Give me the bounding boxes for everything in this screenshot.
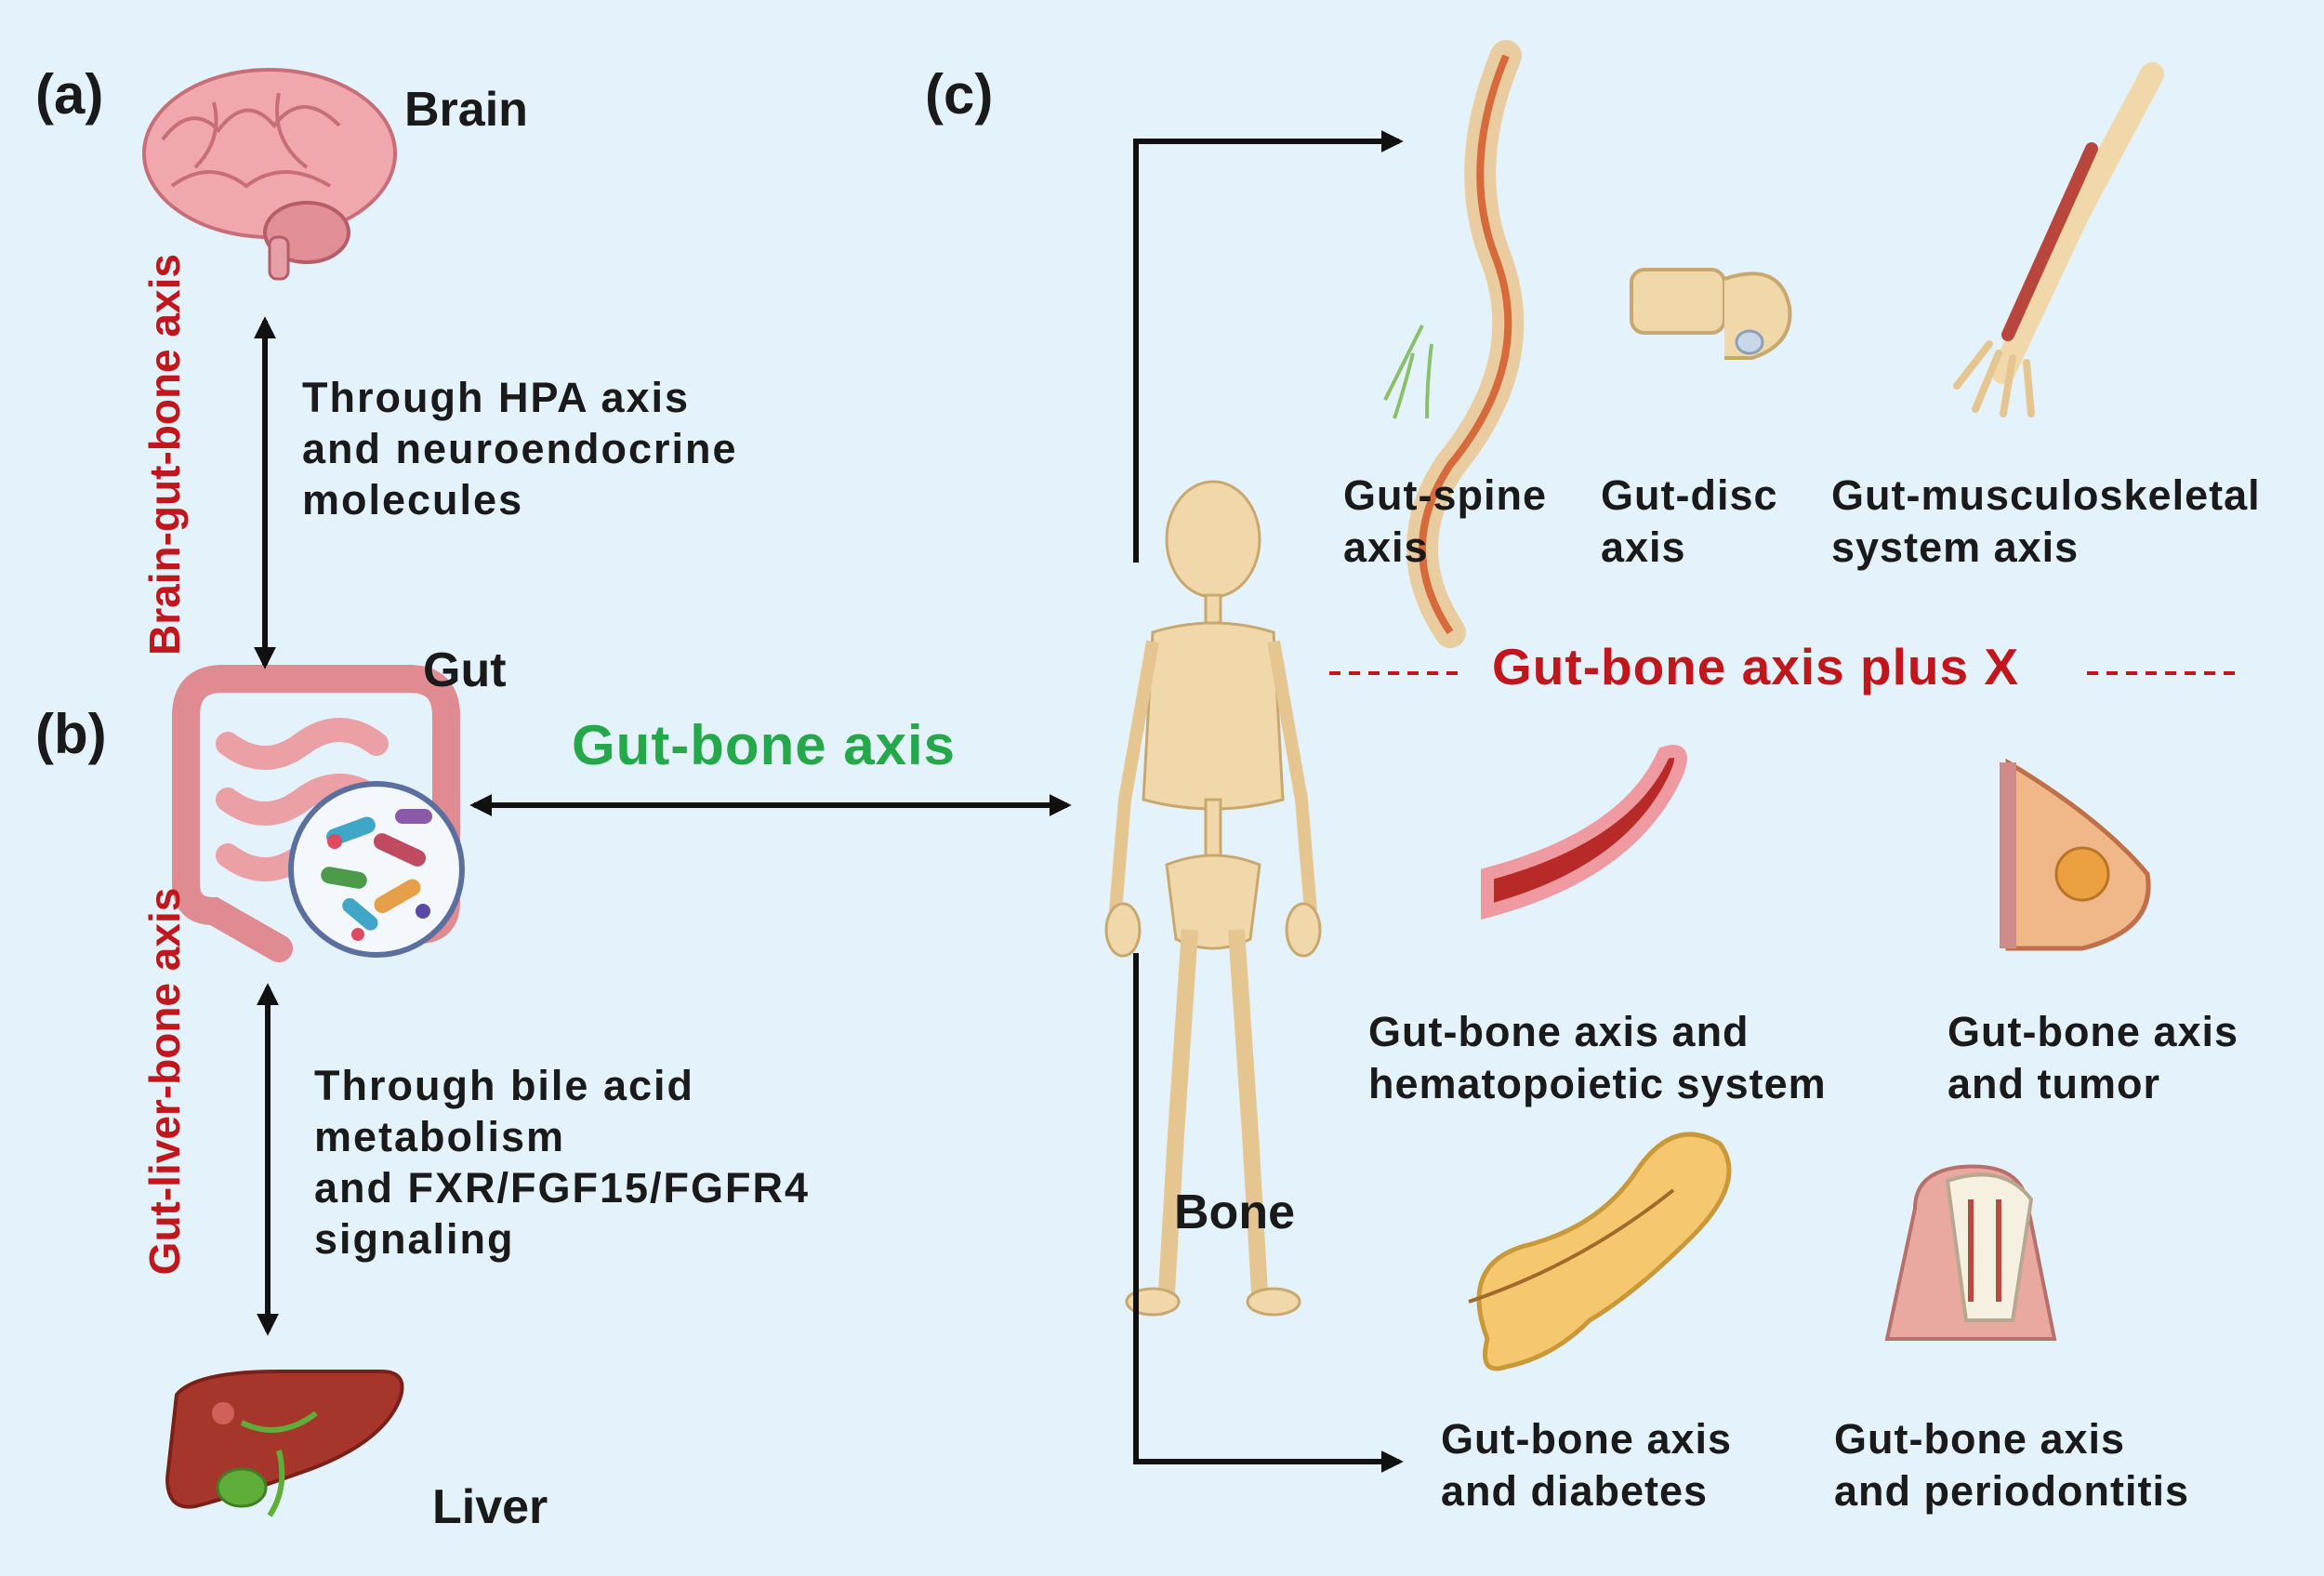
bile-line-2: metabolism (314, 1113, 566, 1160)
liver-label: Liver (432, 1480, 548, 1534)
bile-mechanism-text: Through bile acid metabolism and FXR/FGF… (314, 1060, 810, 1265)
bone-label: Bone (1174, 1185, 1295, 1239)
skeleton-icon (1104, 480, 1322, 1317)
musculoskeletal-line-2: system axis (1831, 523, 2080, 571)
microbiota-icon (288, 781, 465, 958)
blood-vessel-icon (1481, 745, 1687, 920)
brain-label: Brain (404, 83, 528, 137)
gut-bone-axis-plus-x-label: Gut-bone axis plus X (1492, 638, 2020, 695)
brain-icon (142, 68, 397, 281)
liver-icon (165, 1370, 404, 1517)
lower-connector-arrow (1133, 953, 1404, 1473)
panel-label-c: (c) (925, 63, 994, 126)
hpa-mechanism-text: Through HPA axis and neuroendocrine mole… (302, 372, 738, 525)
spine-line-2: axis (1343, 523, 1429, 571)
gut-liver-bone-axis-label: Gut-liver-bone axis (140, 887, 189, 1276)
periodontitis-line-1: Gut-bone axis (1834, 1415, 2126, 1463)
musculoskeletal-line-1: Gut-musculoskeletal (1831, 471, 2261, 519)
bile-line-4: signaling (314, 1215, 515, 1263)
hpa-line-3: molecules (302, 476, 524, 523)
pancreas-icon (1468, 1132, 1732, 1371)
tooth-icon (1884, 1164, 2057, 1341)
disc-icon (1630, 268, 1792, 360)
tumor-line-2: and tumor (1948, 1060, 2160, 1107)
panel-label-a: (a) (35, 63, 104, 126)
hpa-line-2: and neuroendocrine (302, 425, 738, 472)
breast-tumor-icon (2000, 758, 2151, 951)
arrows (254, 130, 1404, 1473)
gut-bone-axis-label: Gut-bone axis (572, 714, 957, 776)
disc-line-1: Gut-disc (1601, 471, 1778, 519)
diabetes-line-2: and diabetes (1441, 1467, 1709, 1515)
hematopoietic-axis-label: Gut-bone axis and hematopoietic system (1368, 1006, 1827, 1110)
bile-line-3: and FXR/FGF15/FGFR4 (314, 1164, 811, 1212)
upper-connector-arrow (1133, 130, 1404, 563)
spine-icon (1383, 40, 1525, 648)
hpa-line-1: Through HPA axis (302, 374, 691, 421)
bile-line-1: Through bile acid (314, 1062, 695, 1109)
brain-gut-bone-axis-label: Brain-gut-bone axis (140, 254, 189, 656)
panel-label-b: (b) (35, 703, 107, 765)
gut-disc-axis-label: Gut-disc axis (1601, 470, 1778, 574)
gut-musculoskeletal-axis-label: Gut-musculoskeletal system axis (1831, 470, 2261, 574)
spine-line-1: Gut-spine (1343, 471, 1547, 519)
diabetes-line-1: Gut-bone axis (1441, 1415, 1733, 1463)
tumor-axis-label: Gut-bone axis and tumor (1948, 1006, 2238, 1110)
hematopoietic-line-2: hematopoietic system (1368, 1060, 1827, 1107)
gut-label: Gut (423, 643, 507, 697)
gut-spine-axis-label: Gut-spine axis (1343, 470, 1547, 574)
hematopoietic-line-1: Gut-bone axis and (1368, 1008, 1750, 1055)
periodontitis-line-2: and periodontitis (1834, 1467, 2189, 1515)
diabetes-axis-label: Gut-bone axis and diabetes (1441, 1413, 1732, 1517)
periodontitis-axis-label: Gut-bone axis and periodontitis (1834, 1413, 2189, 1517)
tumor-line-1: Gut-bone axis (1948, 1008, 2239, 1055)
disc-line-2: axis (1601, 523, 1686, 571)
arm-bone-icon (1953, 62, 2164, 417)
